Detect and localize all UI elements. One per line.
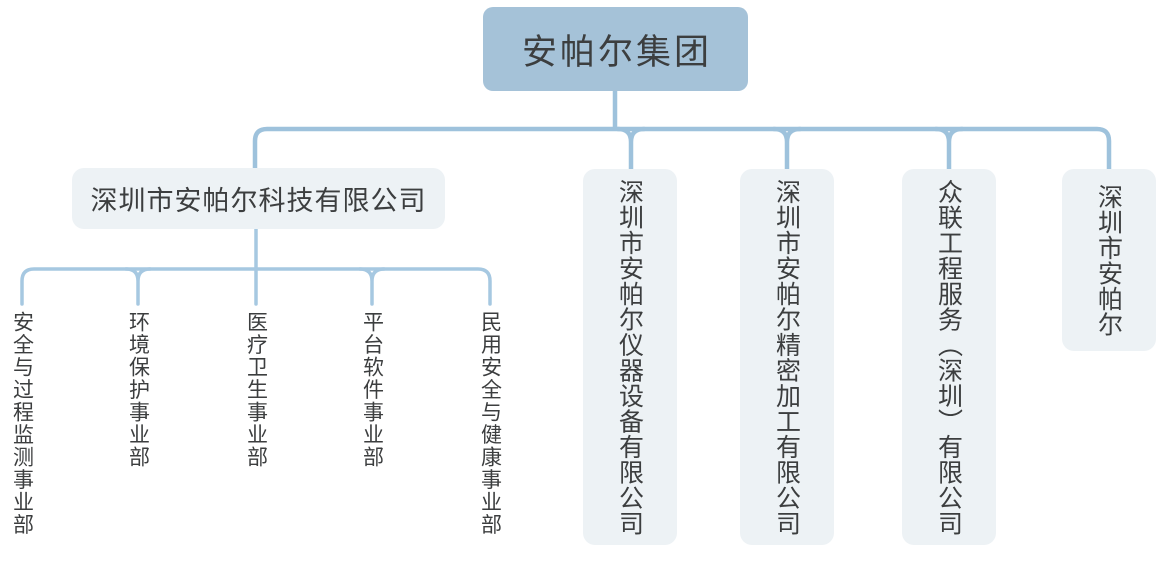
org-node-department-1: 安全与过程监测事业部 — [10, 311, 35, 536]
org-node-department-3: 医疗卫生事业部 — [244, 311, 269, 469]
level1-connectors — [252, 88, 1112, 175]
org-node-department-4: 平台软件事业部 — [360, 311, 385, 469]
org-node-department-5: 民用安全与健康事业部 — [478, 311, 503, 536]
level2-connectors — [20, 227, 492, 306]
org-node-company-4: 众联工程服务（深圳）有限公司 — [902, 169, 996, 545]
company-3-label: 深圳市安帕尔精密加工有限公司 — [772, 178, 802, 536]
org-node-company-1: 深圳市安帕尔科技有限公司 — [72, 168, 445, 229]
org-node-company-2: 深圳市安帕尔仪器设备有限公司 — [583, 169, 677, 545]
org-node-department-2: 环境保护事业部 — [126, 311, 151, 469]
company-2-label: 深圳市安帕尔仪器设备有限公司 — [615, 178, 645, 536]
company-5-label: 深圳市安帕尔 — [1094, 183, 1124, 337]
company-4-label: 众联工程服务（深圳）有限公司 — [934, 178, 964, 536]
org-node-company-3: 深圳市安帕尔精密加工有限公司 — [740, 169, 834, 545]
org-node-root: 安帕尔集团 — [483, 7, 748, 91]
org-node-company-5: 深圳市安帕尔 — [1062, 169, 1156, 351]
